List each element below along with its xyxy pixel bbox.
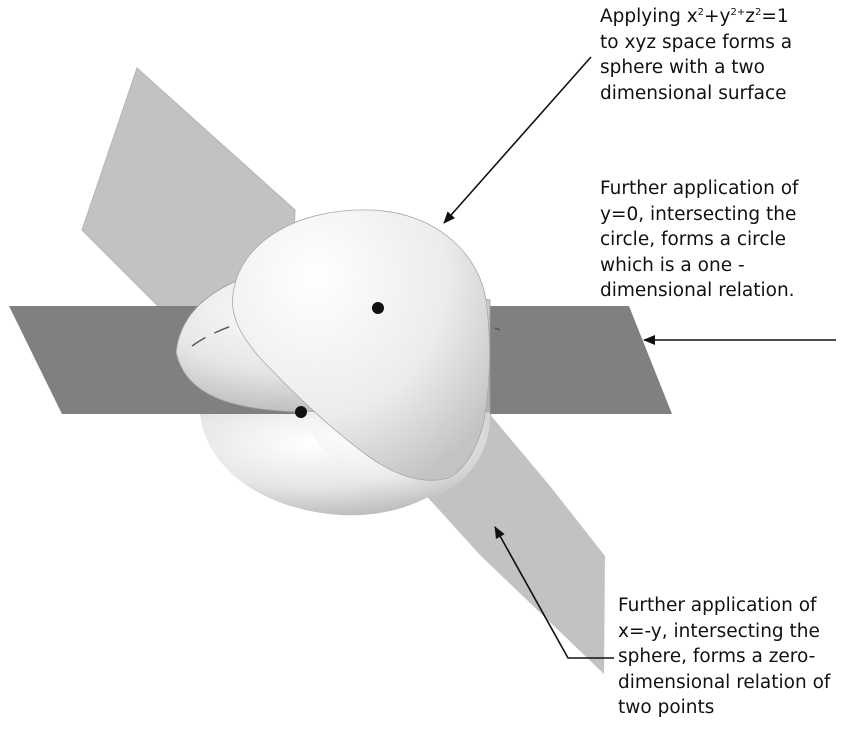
equation-exponent: 2+ (730, 7, 746, 18)
equation-text: =1 (761, 6, 789, 27)
points-annotation-line: sphere, forms a zero- (618, 646, 816, 668)
sphere-annotation-equation: Applying x2+y2+z2=1 (600, 4, 792, 30)
arrow-to-sphere (443, 56, 592, 224)
circle-annotation-line: which is a one - (600, 254, 745, 276)
circle-annotation-line: y=0, intersecting the (600, 203, 797, 225)
intersection-point-top (372, 302, 384, 314)
circle-annotation: Further application of y=0, intersecting… (600, 176, 799, 304)
equation-exponent: 2 (697, 7, 705, 18)
equation-text: Applying x (600, 6, 698, 27)
equation-text: +y (704, 6, 731, 27)
points-annotation-line: two points (618, 697, 715, 719)
points-annotation-line: dimensional relation of (618, 671, 831, 693)
circle-annotation-line: dimensional relation. (600, 280, 795, 302)
points-annotation: Further application of x=-y, intersectin… (618, 593, 830, 721)
sphere-annotation: Applying x2+y2+z2=1 to xyz space forms a… (600, 4, 792, 106)
circle-annotation-line: circle, forms a circle (600, 229, 787, 251)
arrow-to-diagonal-plane (494, 526, 614, 659)
sphere-annotation-line: to xyz space forms a (600, 31, 793, 53)
diagonal-plane-lower (300, 412, 605, 674)
equation-exponent: 2 (754, 7, 762, 18)
sphere-cut-surface (232, 209, 490, 481)
sphere-annotation-line: sphere with a two (600, 57, 766, 79)
sphere-annotation-line: dimensional surface (600, 82, 787, 104)
circle-annotation-line: Further application of (600, 178, 799, 199)
intersection-point-front (295, 406, 307, 418)
points-annotation-line: x=-y, intersecting the (618, 620, 820, 642)
points-annotation-line: Further application of (618, 595, 817, 616)
equation-text: z (745, 6, 755, 27)
